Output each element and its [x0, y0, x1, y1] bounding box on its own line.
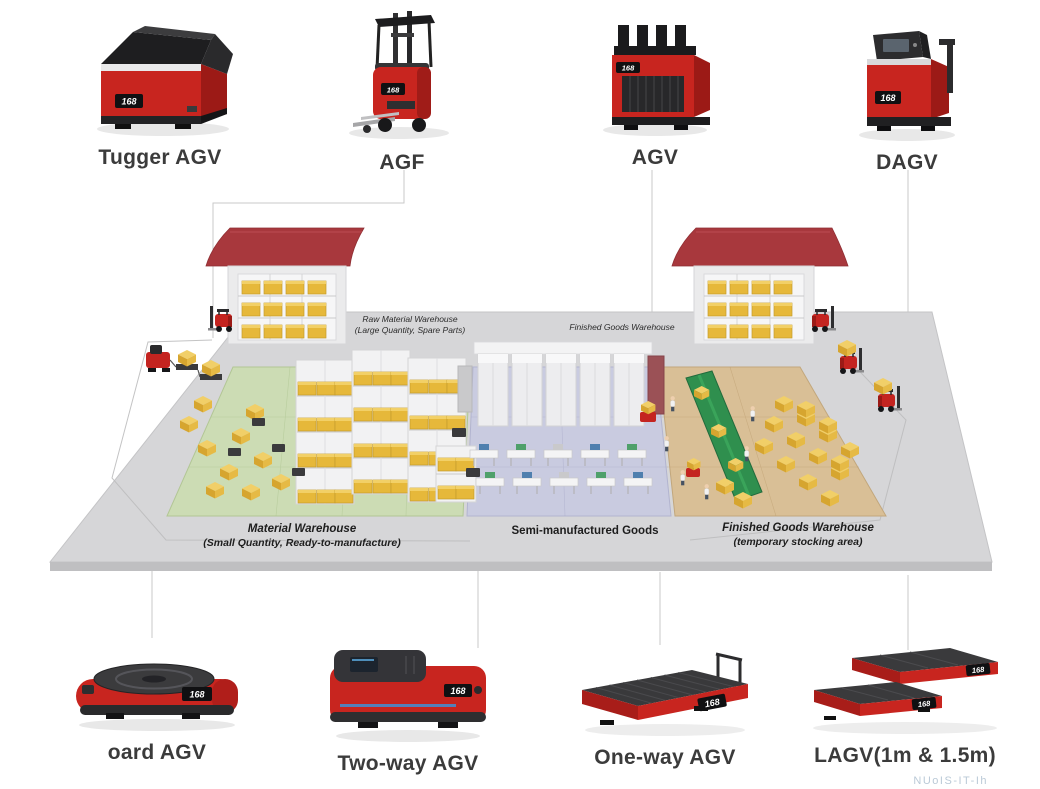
brand-logo — [965, 662, 991, 677]
board-agv-image: 168 — [76, 663, 238, 731]
small-agv-center — [640, 412, 656, 422]
brand-logo-text: 168 — [880, 93, 895, 103]
label-finished-goods-temp: Finished Goods Warehouse (temporary stoc… — [722, 521, 874, 550]
brand-logo-text: 168 — [189, 690, 204, 700]
work-tables — [469, 444, 653, 494]
label-title: Raw Material Warehouse — [362, 314, 458, 324]
brand-logo-text: 168 — [450, 686, 465, 696]
label-title: Semi-manufactured Goods — [511, 525, 659, 537]
label-subtitle: (Small Quantity, Ready-to-manufacture) — [203, 536, 401, 549]
brand-logo-text: 168 — [917, 699, 931, 709]
brand-logo — [444, 684, 472, 697]
two-way-agv-image: 168 — [330, 650, 486, 742]
label-material-warehouse: Material Warehouse (Small Quantity, Read… — [203, 522, 400, 551]
forklift-left-building — [207, 305, 233, 333]
product-label-board-agv: oard AGV — [107, 741, 207, 764]
brand-logo — [697, 693, 727, 712]
brand-logo-text: 168 — [704, 697, 721, 710]
product-label-dagv: DAGV — [876, 151, 938, 174]
floor-vehicles — [146, 340, 903, 477]
product-dagv: 168 DAGV — [847, 15, 967, 175]
forklift-right-building — [811, 305, 837, 333]
tugger-agv-image: 168 — [97, 26, 233, 136]
label-finished-goods-warehouse: Finished Goods Warehouse — [569, 322, 674, 333]
label-title: Finished Goods Warehouse — [722, 522, 874, 534]
brand-logo — [381, 83, 405, 95]
product-tugger-agv: 168 Tugger AGV — [75, 10, 245, 170]
product-label-tugger-agv: Tugger AGV — [98, 146, 222, 169]
product-agv: 168 AGV — [590, 20, 720, 170]
finished-goods-building — [671, 227, 849, 345]
tugger-train — [146, 345, 222, 380]
brand-logo — [911, 696, 937, 711]
product-lagv: 168 168 LAGV(1m & 1.5m) — [800, 638, 1010, 768]
material-zone-pallets — [180, 396, 305, 501]
small-agv-right — [686, 468, 700, 477]
brand-logo-text: 168 — [387, 86, 400, 95]
label-title: Finished Goods Warehouse — [569, 322, 675, 332]
label-semi-manufactured-goods: Semi-manufactured Goods — [512, 524, 659, 539]
agv-image: 168 — [603, 25, 710, 136]
brand-logo — [616, 62, 640, 73]
product-board-agv: 168 oard AGV — [62, 625, 252, 765]
label-subtitle: (Large Quantity, Spare Parts) — [354, 325, 466, 336]
brand-logo-text: 168 — [622, 64, 635, 73]
production-machines — [452, 341, 665, 477]
lagv-image: 168 168 — [813, 648, 998, 734]
product-label-lagv: LAGV(1m & 1.5m) — [814, 744, 996, 767]
brand-logo — [182, 687, 212, 701]
brand-logo-text: 168 — [121, 97, 136, 107]
product-label-agv: AGV — [631, 146, 679, 169]
product-label-one-way-agv: One-way AGV — [594, 746, 736, 769]
product-agf: 168 AGF — [337, 5, 467, 175]
agf-image: 168 — [349, 11, 449, 139]
brand-logo — [875, 91, 901, 104]
conveyor-belt — [664, 370, 763, 502]
one-way-agv-image: 168 — [582, 652, 748, 736]
label-title: Material Warehouse — [247, 523, 357, 535]
brand-logo-text: 168 — [971, 665, 985, 675]
storage-racks — [296, 350, 477, 504]
product-two-way-agv: 168 Two-way AGV — [318, 630, 498, 776]
dagv-image: 168 — [859, 31, 955, 141]
product-one-way-agv: 168 One-way AGV — [570, 640, 760, 770]
raw-material-building — [205, 227, 365, 345]
product-label-agf: AGF — [379, 151, 425, 174]
watermark: NUoIS-IT-Ih — [913, 775, 988, 787]
brand-logo — [115, 94, 143, 108]
product-label-two-way-agv: Two-way AGV — [337, 752, 479, 775]
label-raw-material-warehouse: Raw Material Warehouse (Large Quantity, … — [355, 314, 465, 336]
label-subtitle: (temporary stocking area) — [733, 535, 863, 548]
